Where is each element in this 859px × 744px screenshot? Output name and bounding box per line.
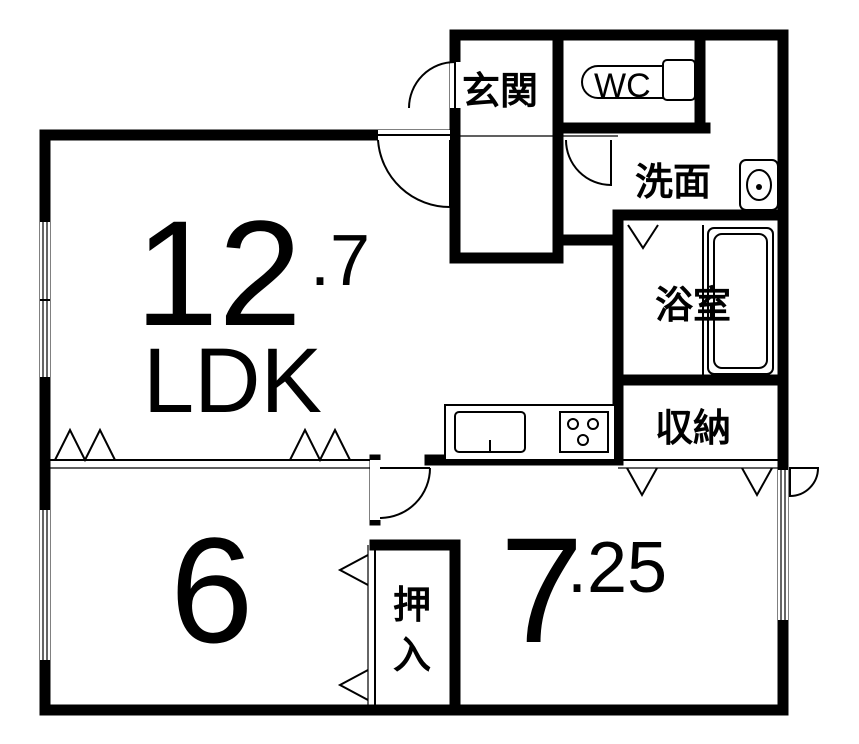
wash-basin — [739, 159, 779, 211]
room-725-size-main: 7 — [500, 506, 583, 674]
closet-label-top: 押 — [393, 583, 431, 627]
ldk-size-main: 12 — [135, 189, 302, 357]
room-6-size: 6 — [170, 506, 253, 674]
storage-label: 収納 — [655, 406, 731, 450]
sliding-door-marks — [54, 224, 773, 701]
doors — [370, 61, 820, 520]
bathtub — [707, 227, 774, 375]
closet-label-bottom: 入 — [393, 633, 431, 677]
entrance-label: 玄関 — [462, 69, 538, 113]
room-725-size-decimal: .25 — [567, 528, 667, 608]
ldk-label: LDK — [143, 330, 322, 432]
ldk-size-decimal: .7 — [310, 221, 370, 301]
room-725-size: 7 .25 — [500, 506, 667, 674]
bathroom-label: 浴室 — [655, 283, 731, 327]
toilet-fixture — [581, 59, 696, 101]
windows — [40, 222, 788, 660]
toilet-label: WC — [594, 67, 651, 105]
ldk-size: 12 .7 — [135, 189, 370, 357]
kitchen-counter — [444, 404, 616, 461]
washroom-label: 洗面 — [635, 160, 711, 204]
partitions — [45, 135, 783, 710]
